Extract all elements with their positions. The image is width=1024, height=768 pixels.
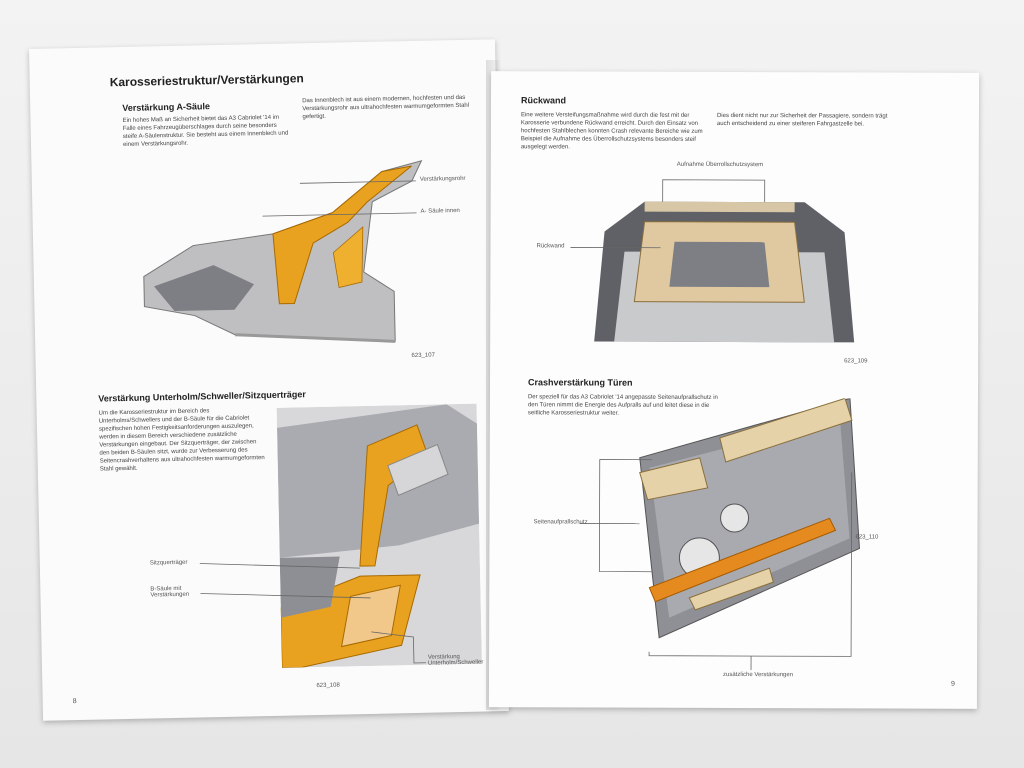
left-page: Karosseriestruktur/Verstärkungen Verstär… <box>29 39 509 721</box>
door-illustration <box>639 397 860 639</box>
figure-number-110: 623_110 <box>855 534 879 541</box>
door-leaders <box>579 459 853 671</box>
page-number-right: 9 <box>950 680 955 688</box>
rear-wall-illustration <box>594 201 855 343</box>
label-unterholm-schweller: Verstärkung Unterholm/Schweller <box>427 654 484 667</box>
rear-leaders <box>570 179 766 249</box>
label-zusaetzliche-verstaerkungen: zusätzliche Verstärkungen <box>722 671 794 679</box>
a-pillar-illustration <box>143 159 423 343</box>
figure-number-108: 623_108 <box>316 682 340 690</box>
label-sitzquertraeger: Sitzquerträger <box>149 559 188 567</box>
underbody-leaders <box>199 563 426 664</box>
underbody-illustration <box>276 403 482 668</box>
right-page: Rückwand Eine weitere Versteifungsmaßnah… <box>488 71 980 709</box>
a-pillar-leaders <box>262 180 417 217</box>
label-b-saeule: B-Säule mit Verstärkungen <box>150 585 190 599</box>
label-seitenaufprallschutz: Seitenaufprallschutz <box>533 519 588 526</box>
page-number-left: 8 <box>72 698 77 706</box>
